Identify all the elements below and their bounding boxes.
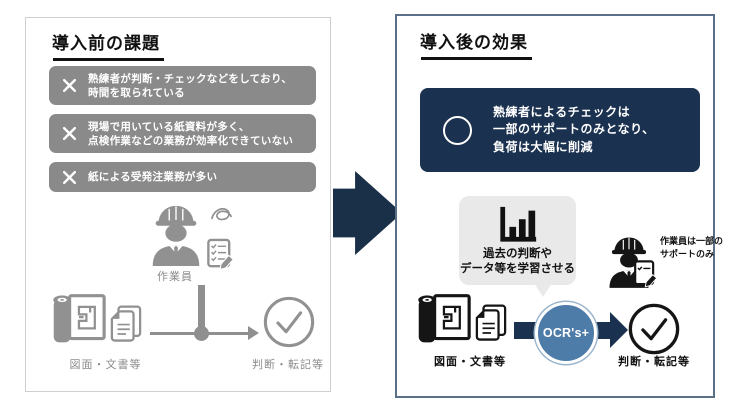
issue-line: 紙による受発注業務が多い (88, 171, 218, 183)
checklist-icon (207, 238, 235, 271)
issue-line: 現場で用いている紙資料が多く、 (88, 120, 250, 133)
worker-connector (198, 285, 205, 330)
issue-line: 時間を取られている (88, 86, 185, 99)
ocr-badge: OCR's+ (535, 302, 597, 364)
output-label: 判断・転記等 (252, 359, 324, 371)
effect-line: 負荷は大幅に削減 (493, 139, 594, 154)
x-mark-icon (62, 170, 77, 184)
flow-arrowhead-icon (610, 312, 628, 348)
issue-line: 熟練者が判断・チェックなどをしており、 (88, 72, 293, 85)
worker-label: 作業員 (157, 271, 193, 283)
effect-text: 熟練者によるチェックは 一部のサポートのみとなり、 負荷は大幅に削減 (493, 104, 655, 157)
input-label: 図面・文書等 (434, 356, 506, 368)
effect-box: 熟練者によるチェックは 一部のサポートのみとなり、 負荷は大幅に削減 (420, 88, 700, 172)
check-circle-icon (628, 303, 680, 355)
issue-line: 点検作業などの業務が効率化できていない (88, 134, 294, 147)
title-underline (421, 57, 532, 60)
effect-line: 一部のサポートのみとなり、 (493, 122, 655, 137)
bubble-text: 過去の判断や データ等を学習させる (460, 247, 575, 277)
input-label: 図面・文書等 (69, 359, 142, 371)
blueprint-icon (53, 294, 106, 343)
panel-after: 導入後の効果 熟練者によるチェックは 一部のサポートのみとなり、 負荷は大幅に削… (395, 14, 723, 398)
effect-line: 熟練者によるチェックは (493, 104, 631, 119)
issue-text: 熟練者が判断・チェックなどをしており、 時間を取られている (88, 72, 292, 100)
issue-box: 熟練者が判断・チェックなどをしており、 時間を取られている (49, 66, 316, 105)
panel-before: 導入前の課題 熟練者が判断・チェックなどをしており、 時間を取られている 現場で… (25, 17, 331, 392)
worker-note: 作業員は一部の サポートのみ (660, 235, 723, 260)
connector-dot (194, 326, 209, 341)
bar-chart-icon (499, 206, 536, 242)
transition-arrow-icon (333, 171, 402, 255)
bubble-line: 過去の判断や (483, 248, 552, 260)
issue-box: 現場で用いている紙資料が多く、 点検作業などの業務が効率化できていない (49, 114, 316, 153)
panel-before-title: 導入前の課題 (52, 34, 160, 53)
title-underline (53, 58, 164, 61)
x-mark-icon (62, 78, 77, 93)
check-circle-icon (263, 296, 315, 348)
confusion-swirl-icon (211, 207, 232, 221)
output-label: 判断・転記等 (618, 356, 690, 368)
issue-text: 現場で用いている紙資料が多く、 点検作業などの業務が効率化できていない (88, 120, 293, 148)
documents-icon (475, 304, 507, 341)
worker-icon (152, 205, 200, 266)
issue-text: 紙による受発注業務が多い (88, 170, 217, 184)
x-mark-icon (62, 126, 77, 141)
learning-bubble: 過去の判断や データ等を学習させる (459, 196, 576, 285)
bubble-tail (534, 283, 552, 297)
flow-arrowhead-icon (248, 326, 259, 340)
documents-icon (110, 305, 142, 342)
blueprint-icon (418, 294, 471, 343)
circle-mark-icon (443, 115, 472, 145)
worker-note-line: 作業員は一部の (660, 236, 724, 246)
checklist-icon (634, 260, 658, 288)
panel-after-title: 導入後の効果 (420, 33, 528, 52)
issue-box: 紙による受発注業務が多い (49, 162, 316, 192)
bubble-line: データ等を学習させる (460, 263, 575, 275)
worker-note-line: サポートのみ (660, 248, 715, 259)
